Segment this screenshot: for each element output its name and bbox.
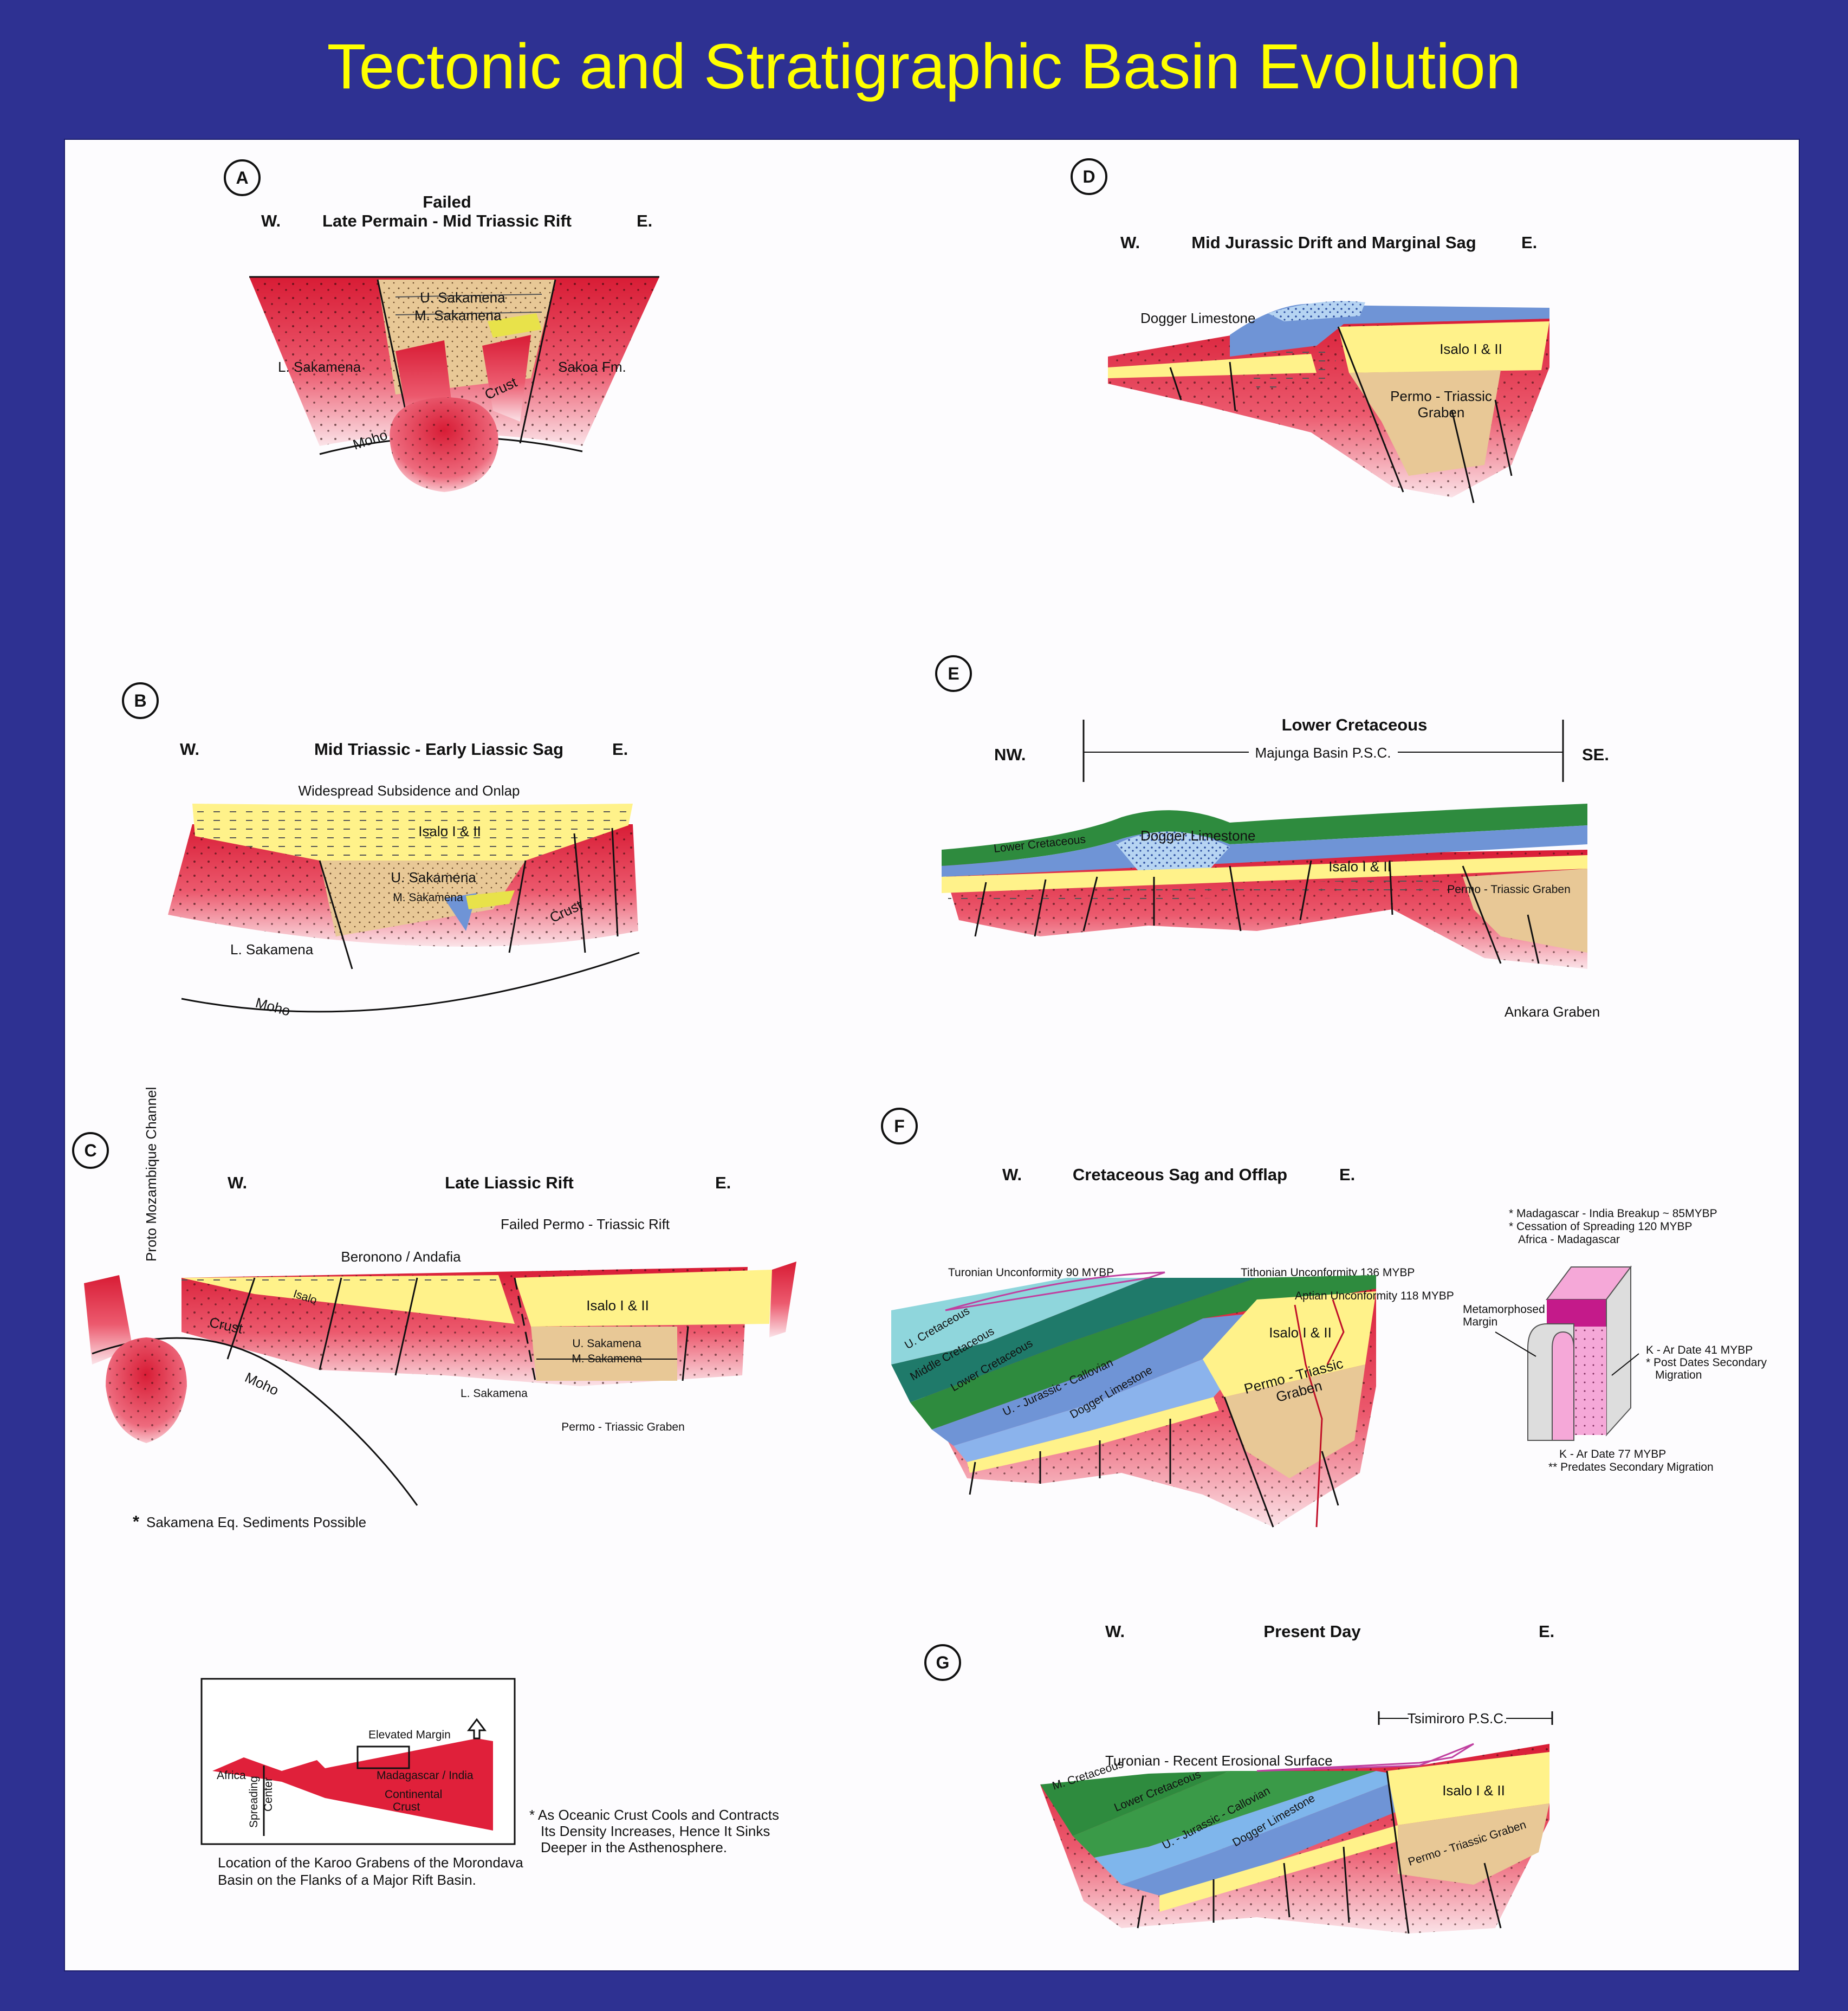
section-b-label-m-sakamena: M. Sakamena — [393, 891, 463, 904]
section-g-label-tsimiroro: Tsimiroro P.S.C. — [1408, 1710, 1507, 1727]
section-e-se: SE. — [1582, 745, 1609, 764]
inset-label-madagascar: Madagascar / India — [377, 1769, 474, 1782]
section-c-label-channel: Proto Mozambique Channel — [143, 1087, 159, 1262]
section-g: G W. Present Day E. Tsimiroro P.S.C. Tur… — [925, 1622, 1554, 1934]
section-f-label-turonian: Turonian Unconformity 90 MYBP — [948, 1266, 1114, 1279]
section-g-label-turonian: Turonian - Recent Erosional Surface — [1105, 1753, 1333, 1769]
section-e-nw: NW. — [994, 745, 1026, 764]
section-f-label-post-2: Migration — [1655, 1369, 1702, 1381]
inset-note-3: Deeper in the Asthenosphere. — [541, 1839, 727, 1855]
section-f-letter: F — [894, 1116, 905, 1136]
poster-title: Tectonic and Stratigraphic Basin Evoluti… — [0, 30, 1848, 104]
section-c-label-isalo: Isalo I & II — [586, 1297, 649, 1314]
section-f-label-kar77: K - Ar Date 77 MYBP — [1559, 1448, 1666, 1460]
section-c-label-l-sakamena: L. Sakamena — [461, 1387, 528, 1400]
section-f: F W. Cretaceous Sag and Offlap E. Turoni… — [882, 1109, 1767, 1527]
diagram-panel: A Failed Late Permain - Mid Triassic Rif… — [64, 139, 1800, 1971]
inset-label-continental-1: Continental — [385, 1788, 442, 1801]
location-inset: Elevated Margin Africa Spreading Center … — [202, 1679, 779, 1888]
inset-label-spreading-2: Center — [262, 1777, 275, 1812]
inset-caption-1: Location of the Karoo Grabens of the Mor… — [218, 1854, 523, 1871]
section-f-note-3: Africa - Madagascar — [1518, 1233, 1620, 1246]
section-f-meta-block — [1547, 1299, 1606, 1327]
section-b-letter: B — [134, 691, 146, 710]
section-b-title: Mid Triassic - Early Liassic Sag — [314, 740, 563, 759]
section-b-label-l-sakamena: L. Sakamena — [230, 941, 314, 958]
section-f-label-meta-2: Margin — [1463, 1316, 1497, 1328]
section-f-label-meta-1: Metamorphosed — [1463, 1303, 1545, 1316]
inset-caption-2: Basin on the Flanks of a Major Rift Basi… — [218, 1872, 476, 1888]
section-b-label-u-sakamena: U. Sakamena — [391, 869, 476, 885]
cross-sections: A Failed Late Permain - Mid Triassic Rif… — [65, 140, 1799, 1970]
section-b-label-subsidence: Widespread Subsidence and Onlap — [298, 783, 520, 799]
section-a-letter: A — [236, 168, 248, 187]
section-g-west: W. — [1105, 1622, 1125, 1641]
section-c-title: Late Liassic Rift — [445, 1173, 574, 1192]
section-d-label-graben-1: Permo - Triassic — [1390, 388, 1492, 404]
section-d-letter: D — [1082, 167, 1095, 186]
section-a-label-u-sakamena: U. Sakamena — [420, 289, 505, 306]
section-e-label-ankara: Ankara Graben — [1505, 1004, 1600, 1020]
section-c-label-beronono: Beronono / Andafia — [341, 1249, 461, 1265]
section-c-label-m-sakamena: M. Sakamena — [572, 1353, 642, 1365]
section-a-east: E. — [637, 211, 652, 230]
section-c-label-u-sakamena: U. Sakamena — [572, 1337, 641, 1350]
section-c-letter: C — [84, 1141, 96, 1160]
section-f-label-isalo: Isalo I & II — [1269, 1324, 1332, 1341]
section-f-note-2: * Cessation of Spreading 120 MYBP — [1509, 1220, 1693, 1233]
section-f-label-kar41: K - Ar Date 41 MYBP — [1646, 1344, 1753, 1356]
section-f-note-1: * Madagascar - India Breakup ~ 85MYBP — [1509, 1207, 1717, 1220]
section-a-title-2: Late Permain - Mid Triassic Rift — [322, 211, 572, 230]
section-c: C Proto Mozambique Channel W. Late Liass… — [73, 1087, 796, 1531]
section-e-label-isalo: Isalo I & II — [1328, 858, 1391, 875]
inset-note-1: * As Oceanic Crust Cools and Contracts — [529, 1807, 779, 1823]
section-d-label-dogger: Dogger Limestone — [1140, 310, 1255, 326]
section-f-label-aptian: Aptian Unconformity 118 MYBP — [1295, 1290, 1454, 1302]
section-d: D W. Mid Jurassic Drift and Marginal Sag… — [1072, 159, 1549, 503]
section-a-label-sakoa: Sakoa Fm. — [558, 359, 626, 375]
section-c-label-moho: Moho — [242, 1369, 281, 1399]
section-c-label-graben: Permo - Triassic Graben — [561, 1421, 685, 1433]
inset-note-2: Its Density Increases, Hence It Sinks — [541, 1823, 770, 1839]
section-g-label-isalo: Isalo I & II — [1442, 1782, 1505, 1799]
section-e-title: Lower Cretaceous — [1282, 715, 1428, 734]
section-d-title: Mid Jurassic Drift and Marginal Sag — [1191, 233, 1476, 252]
section-b-west: W. — [180, 740, 199, 759]
section-a: A Failed Late Permain - Mid Triassic Rif… — [225, 160, 659, 492]
section-f-east: E. — [1339, 1165, 1355, 1184]
section-a-label-m-sakamena: M. Sakamena — [414, 307, 502, 324]
section-b-east: E. — [612, 740, 628, 759]
section-a-west: W. — [261, 211, 281, 230]
section-f-title: Cretaceous Sag and Offlap — [1073, 1165, 1287, 1184]
section-f-label-pre: ** Predates Secondary Migration — [1548, 1461, 1714, 1473]
section-e-label-graben: Permo - Triassic Graben — [1447, 883, 1571, 896]
section-a-title-1: Failed — [423, 192, 471, 211]
section-c-east: E. — [715, 1173, 731, 1192]
inset-label-africa: Africa — [217, 1769, 246, 1782]
section-a-label-l-sakamena: L. Sakamena — [278, 359, 361, 375]
section-e-letter: E — [948, 664, 959, 683]
section-e-label-majunga: Majunga Basin P.S.C. — [1255, 745, 1391, 761]
svg-text:*: * — [133, 1512, 140, 1531]
section-b-label-isalo: Isalo I & II — [418, 823, 481, 839]
inset-label-continental-2: Crust — [393, 1801, 420, 1813]
section-d-label-graben-2: Graben — [1418, 404, 1465, 421]
section-f-label-post-1: * Post Dates Secondary — [1646, 1356, 1767, 1369]
section-g-title: Present Day — [1263, 1622, 1361, 1641]
section-d-east: E. — [1521, 233, 1537, 252]
section-f-west: W. — [1002, 1165, 1022, 1184]
inset-label-spreading-1: Spreading — [248, 1776, 260, 1828]
section-e-label-dogger: Dogger Limestone — [1140, 827, 1255, 844]
section-c-label-failed: Failed Permo - Triassic Rift — [501, 1216, 670, 1232]
section-g-letter: G — [936, 1653, 950, 1672]
inset-label-elevated: Elevated Margin — [368, 1729, 451, 1741]
section-c-west: W. — [228, 1173, 247, 1192]
section-b-label-moho: Moho — [254, 994, 292, 1019]
section-g-east: E. — [1539, 1622, 1554, 1641]
section-c-footnote: Sakamena Eq. Sediments Possible — [146, 1514, 366, 1530]
section-b: B W. Mid Triassic - Early Liassic Sag E.… — [123, 683, 639, 1019]
section-e: E Lower Cretaceous NW. SE. Majunga Basin… — [936, 656, 1609, 1020]
section-d-label-isalo: Isalo I & II — [1440, 341, 1502, 357]
section-d-west: W. — [1120, 233, 1140, 252]
